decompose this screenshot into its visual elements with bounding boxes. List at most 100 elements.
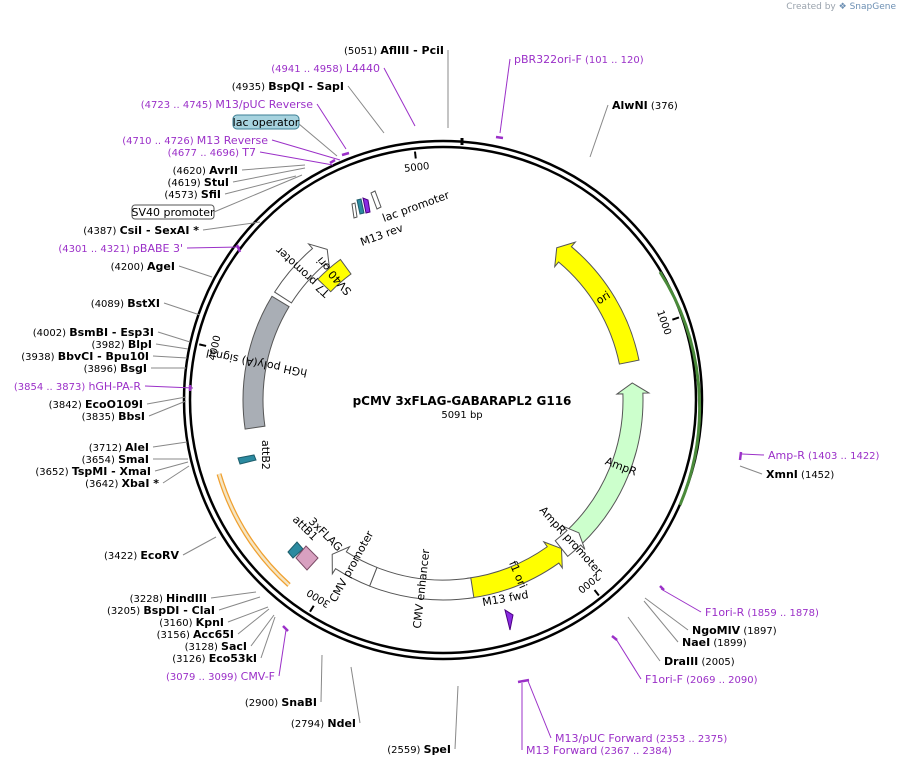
connector-line — [148, 400, 187, 417]
name: HindIII — [166, 592, 207, 605]
name: Amp-R — [768, 449, 805, 462]
primer-text: (4301 .. 4321) pBABE 3' — [58, 242, 183, 255]
position: (1897) — [740, 626, 777, 637]
position: (3228) — [130, 594, 166, 605]
site-text: DraIII (2005) — [664, 655, 735, 668]
primer-label: (3854 .. 3873) hGH-PA-R — [14, 380, 194, 393]
name: F1ori-F — [645, 673, 683, 686]
site-text: (2794) NdeI — [291, 717, 356, 730]
site-text: (4619) StuI — [167, 176, 229, 189]
name: NaeI — [682, 636, 710, 649]
connector-line — [660, 588, 702, 613]
lac-promoter-feature: lac promoter — [370, 188, 452, 225]
connector-line — [454, 685, 459, 750]
name: hGH-PA-R — [88, 380, 141, 393]
connector-line — [316, 103, 347, 150]
name: CsiI - SexAI * — [120, 224, 200, 237]
connector-line — [644, 597, 689, 631]
connector-line — [218, 596, 261, 611]
connector-line — [589, 104, 609, 158]
position: (4387) — [83, 226, 119, 237]
site-label: (3938) BbvCI - Bpu10I — [21, 350, 188, 363]
connector-line — [250, 614, 275, 647]
sv40-promoter-label: SV40 promoter — [131, 206, 215, 219]
tick-label: 5000 — [404, 161, 431, 175]
site-text: (4089) BstXI — [91, 297, 160, 310]
name: BbsI — [118, 410, 145, 423]
name: M13/pUC Reverse — [215, 98, 313, 111]
name: SnaBI — [281, 696, 317, 709]
position: (3079 .. 3099) — [166, 672, 241, 683]
connector-line — [152, 441, 188, 448]
connector-line — [146, 396, 187, 405]
connector-line — [224, 175, 297, 195]
position: (101 .. 120) — [582, 55, 644, 66]
connector-line — [178, 265, 213, 278]
connector-line — [157, 331, 191, 343]
position: (4677 .. 4696) — [168, 148, 243, 159]
connector-line — [241, 164, 306, 171]
position: (376) — [648, 101, 678, 112]
position: (4301 .. 4321) — [58, 244, 133, 255]
site-text: XmnI (1452) — [766, 468, 834, 481]
primer-text: F1ori-R (1859 .. 1878) — [705, 606, 819, 619]
primer-label: F1ori-R (1859 .. 1878) — [660, 588, 819, 619]
site-text: (3896) BsgI — [84, 362, 147, 375]
position: (4002) — [33, 328, 69, 339]
name: BspDI - ClaI — [143, 604, 215, 617]
tick-mark — [199, 343, 207, 347]
connector-line — [350, 666, 361, 724]
primer-text: Amp-R (1403 .. 1422) — [768, 449, 880, 462]
position: (4089) — [91, 299, 127, 310]
site-label: (4935) BspQI - SapI — [232, 80, 385, 134]
name: AgeI — [147, 260, 175, 273]
site-label: AlwNI (376) — [589, 99, 678, 158]
name: AlwNI — [612, 99, 648, 112]
primer-label: pBR322ori-F (101 .. 120) — [499, 53, 644, 134]
name: BbvCI - Bpu10I — [58, 350, 149, 363]
site-text: (3126) Eco53kI — [172, 652, 257, 665]
connector-line — [627, 616, 661, 662]
m13-fwd-feature: M13 fwd — [481, 588, 529, 631]
connector-line — [278, 629, 287, 677]
connector-line — [527, 680, 552, 739]
site-label: (5051) AflIII - PciI — [344, 44, 449, 128]
backbone-inner — [188, 145, 698, 655]
position: (3938) — [21, 352, 57, 363]
name: SfiI — [201, 188, 221, 201]
site-text: AlwNI (376) — [612, 99, 678, 112]
site-label: (3642) XbaI * — [85, 465, 190, 490]
primer-label: F1ori-F (2069 .. 2090) — [615, 638, 758, 686]
position: (3982) — [91, 340, 127, 351]
site-text: NaeI (1899) — [682, 636, 747, 649]
position: (1899) — [710, 638, 747, 649]
name: Eco53kI — [209, 652, 257, 665]
position: (3160) — [159, 618, 195, 629]
primer-text: (3854 .. 3873) hGH-PA-R — [14, 380, 142, 393]
connector-line — [163, 302, 201, 316]
connector-line — [162, 465, 190, 484]
site-text: (4200) AgeI — [111, 260, 175, 273]
site-text: (3938) BbvCI - Bpu10I — [21, 350, 149, 363]
name: BstXI — [127, 297, 160, 310]
tick-mark — [309, 605, 315, 613]
site-text: (3422) EcoRV — [104, 549, 179, 562]
tick-mark — [593, 589, 600, 597]
name: AleI — [125, 441, 149, 454]
site-label: (4200) AgeI — [111, 260, 213, 278]
position: (4620) — [173, 166, 209, 177]
primer-label: M13 Forward (2367 .. 2384) — [521, 683, 672, 757]
site-label: (4089) BstXI — [91, 297, 201, 316]
position: (3642) — [85, 479, 121, 490]
lac-promoter-label: lac promoter — [381, 188, 452, 224]
m13-rev-label: M13 rev — [359, 221, 406, 249]
credit-brand: SnapGene — [849, 2, 896, 12]
plasmid-size: 5091 bp — [441, 410, 482, 421]
position: (3712) — [89, 443, 125, 454]
site-text: (3982) BlpI — [91, 338, 152, 351]
connector-line — [347, 85, 385, 134]
site-label: (4619) StuI — [167, 167, 306, 189]
site-text: (3228) HindIII — [130, 592, 207, 605]
primer-text: pBR322ori-F (101 .. 120) — [514, 53, 644, 66]
site-text: (4002) BsmBI - Esp3I — [33, 326, 154, 339]
